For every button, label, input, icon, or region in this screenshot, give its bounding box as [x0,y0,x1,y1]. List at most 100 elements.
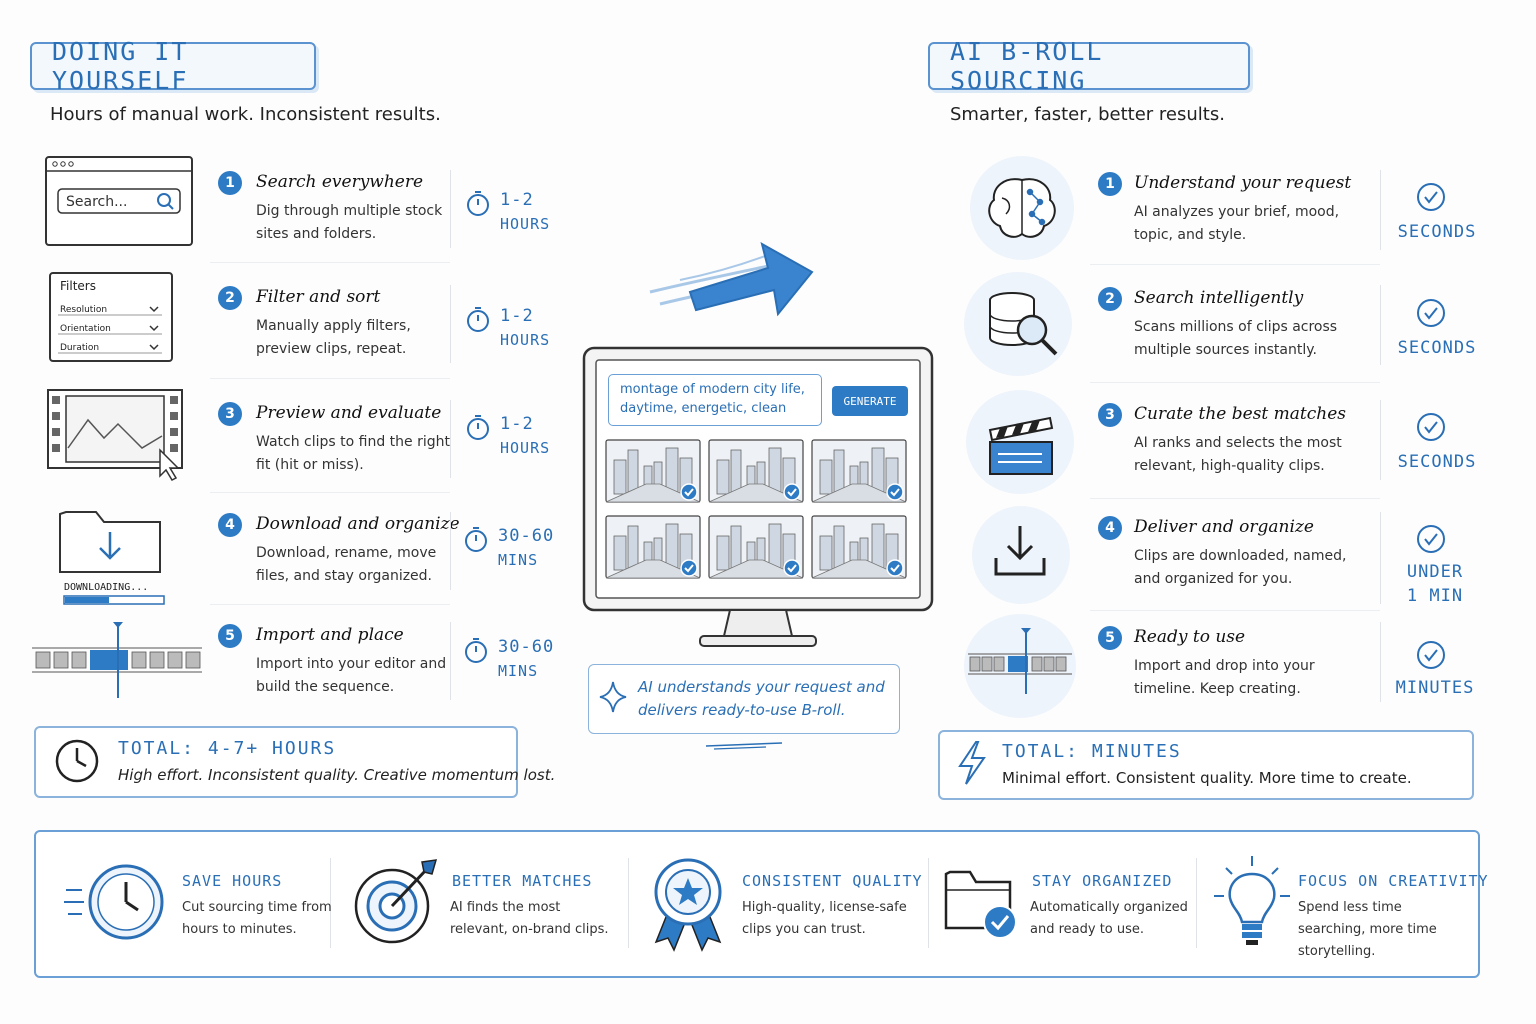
left-section-title: DOING IT YOURSELF [30,37,316,95]
time-estimate: SECONDS [1397,222,1477,242]
column-divider [450,170,451,248]
benefit-title: CONSISTENT QUALITY [742,872,923,890]
filter-option[interactable]: Orientation [60,324,111,334]
step-description: Scans millions of clips across multiple … [1134,319,1338,358]
step-title: Ready to use [1134,627,1246,647]
step-description: AI analyzes your brief, mood, topic, and… [1134,204,1340,243]
step-title: Search intelligently [1134,288,1304,308]
browser-search-icon [44,155,194,247]
step-title: Preview and evaluate [256,403,442,423]
folder-check-icon [942,864,1022,942]
benefit-title: SAVE HOURS [182,872,283,890]
step-title: Filter and sort [256,287,381,307]
step-description: Dig through multiple stock sites and fol… [256,203,443,242]
row-divider [210,492,450,493]
left-subtitle: Hours of manual work. Inconsistent resul… [50,104,441,125]
step-title: Import and place [256,625,404,645]
time-estimate: SECONDS [1397,452,1477,472]
step-description: Download, rename, move files, and stay o… [256,545,437,584]
step-description: Watch clips to find the right fit (hit o… [256,434,450,473]
brain-icon [984,170,1060,246]
column-divider [628,858,629,948]
clip-thumbnail [605,439,701,503]
column-divider [450,622,451,700]
left-total-box [34,726,518,798]
clock-icon [64,862,164,944]
check-circle-icon [1416,524,1446,554]
column-divider [1380,170,1381,250]
row-divider [210,378,450,379]
filters-panel [48,271,174,363]
step-number: 2 [218,286,242,310]
folder-download-icon [56,500,168,606]
benefit-description: AI finds the most relevant, on-brand cli… [450,900,609,937]
column-divider [450,400,451,478]
benefit-title: STAY ORGANIZED [1032,872,1173,890]
timeline-icon [966,626,1074,696]
lightning-icon [956,740,988,786]
downloading-label: DOWNLOADING... [64,582,149,593]
benefit-description: Automatically organized and ready to use… [1030,900,1188,937]
clip-thumbnail [811,439,907,503]
step-description: Import and drop into your timeline. Keep… [1134,658,1315,697]
step-description: Manually apply filters, preview clips, r… [256,318,411,357]
row-divider [210,604,450,605]
filter-option[interactable]: Duration [60,343,100,353]
clip-thumbnail [605,515,701,579]
timeline-icon [32,620,202,700]
step-number: 1 [1098,172,1122,196]
step-title: Download and organize [256,514,460,534]
left-total-description: High effort. Inconsistent quality. Creat… [118,766,556,784]
step-description: Clips are downloaded, named, and organiz… [1134,548,1347,587]
arrow-right-icon [649,230,820,320]
step-number: 2 [1098,287,1122,311]
clip-thumbnail [811,515,907,579]
filters-title: Filters [60,279,96,293]
left-total-title: TOTAL: 4-7+ HOURS [118,738,337,759]
column-divider [1380,285,1381,365]
row-divider [1090,382,1380,383]
right-total-box [938,730,1474,800]
benefit-description: Spend less time searching, more time sto… [1298,900,1437,959]
step-title: Search everywhere [256,172,424,192]
clip-thumbnail-grid [605,439,910,582]
step-number: 3 [1098,403,1122,427]
row-divider [210,262,450,263]
filter-option[interactable]: Resolution [60,305,108,315]
column-divider [1196,858,1197,948]
row-divider [1090,610,1380,611]
lightbulb-icon [1212,854,1292,948]
right-total-description: Minimal effort. Consistent quality. More… [1002,769,1412,787]
step-number: 4 [218,513,242,537]
column-divider [450,285,451,363]
timer-icon [464,637,488,665]
time-estimate: SECONDS [1397,338,1477,358]
caption-text: AI understands your request and delivers… [638,678,885,719]
underline-stroke [705,742,786,750]
step-number: 5 [1098,626,1122,650]
step-number: 5 [218,624,242,648]
timer-icon [466,414,490,442]
step-number: 1 [218,171,242,195]
generate-button[interactable]: GENERATE [832,386,908,416]
clip-thumbnail [708,515,804,579]
award-ribbon-icon [650,856,726,952]
timer-icon [466,190,490,218]
benefit-description: Cut sourcing time from hours to minutes. [182,900,332,937]
column-divider [1380,622,1381,702]
check-circle-icon [1416,412,1446,442]
right-total-title: TOTAL: MINUTES [1002,741,1182,762]
prompt-input[interactable] [608,374,822,426]
right-section-title: AI B-ROLL SOURCING [928,37,1250,95]
search-input[interactable]: Search... [66,194,128,210]
target-icon [352,858,438,946]
column-divider [928,858,929,948]
film-preview-icon [46,388,196,484]
step-number: 4 [1098,516,1122,540]
check-circle-icon [1416,298,1446,328]
